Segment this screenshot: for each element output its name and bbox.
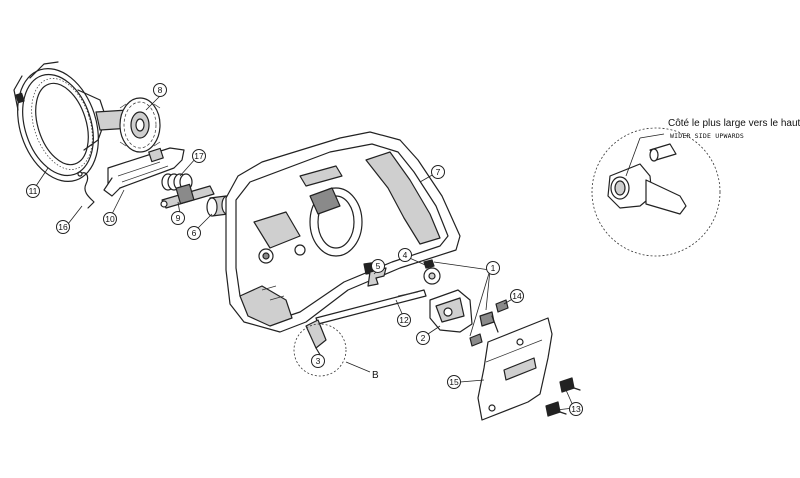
callout-6: 6 (187, 226, 201, 240)
detail-view (591, 127, 721, 257)
part-c-clip (367, 267, 387, 287)
callout-5: 5 (371, 259, 385, 273)
svg-text:8: 8 (158, 85, 163, 95)
part-brake-band-ring (13, 61, 107, 182)
part-brake-shaft (160, 183, 215, 209)
svg-text:7: 7 (436, 167, 441, 177)
callout-3: 3 (311, 354, 325, 368)
svg-text:12: 12 (399, 315, 409, 325)
svg-text:3: 3 (316, 356, 321, 366)
svg-text:5: 5 (376, 261, 381, 271)
callout-12: 12 (397, 313, 411, 327)
svg-text:16: 16 (58, 222, 68, 232)
detail-letter-b: B (372, 370, 379, 381)
callout-14: 14 (510, 289, 524, 303)
callout-11: 11 (26, 184, 40, 198)
callout-2: 2 (416, 331, 430, 345)
detail-b-circle (293, 323, 371, 377)
svg-text:17: 17 (194, 151, 204, 161)
svg-text:11: 11 (29, 186, 38, 196)
svg-text:4: 4 (403, 250, 408, 260)
svg-text:13: 13 (571, 404, 581, 414)
svg-text:15: 15 (449, 377, 459, 387)
part-brake-bracket (103, 147, 185, 197)
callout-10: 10 (103, 212, 117, 226)
callout-4: 4 (398, 248, 412, 262)
part-housing-cover (225, 131, 461, 333)
callout-9: 9 (171, 211, 185, 225)
callout-17: 17 (192, 149, 206, 163)
callout-16: 16 (56, 220, 70, 234)
svg-text:10: 10 (105, 214, 115, 224)
callout-15: 15 (447, 375, 461, 389)
detail-note-french: Côté le plus large vers le haut (668, 118, 800, 129)
callout-8: 8 (153, 83, 167, 97)
svg-text:1: 1 (491, 263, 496, 273)
callout-13: 13 (569, 402, 583, 416)
part-adjuster-pin (305, 319, 327, 359)
part-small-gear (423, 267, 441, 285)
svg-text:14: 14 (512, 291, 522, 301)
svg-text:6: 6 (192, 228, 197, 238)
callout-7: 7 (431, 165, 445, 179)
detail-note-english: WIDER SIDE UPWARDS (670, 132, 744, 140)
part-guide-plate (477, 317, 553, 421)
part-screws (423, 259, 509, 347)
part-sprocket-drum (95, 97, 161, 153)
part-spring-clip (77, 171, 95, 209)
svg-text:2: 2 (421, 333, 426, 343)
part-adjuster-block (429, 289, 473, 333)
svg-text:9: 9 (176, 213, 181, 223)
part-bolts (545, 377, 581, 417)
callout-1: 1 (486, 261, 500, 275)
